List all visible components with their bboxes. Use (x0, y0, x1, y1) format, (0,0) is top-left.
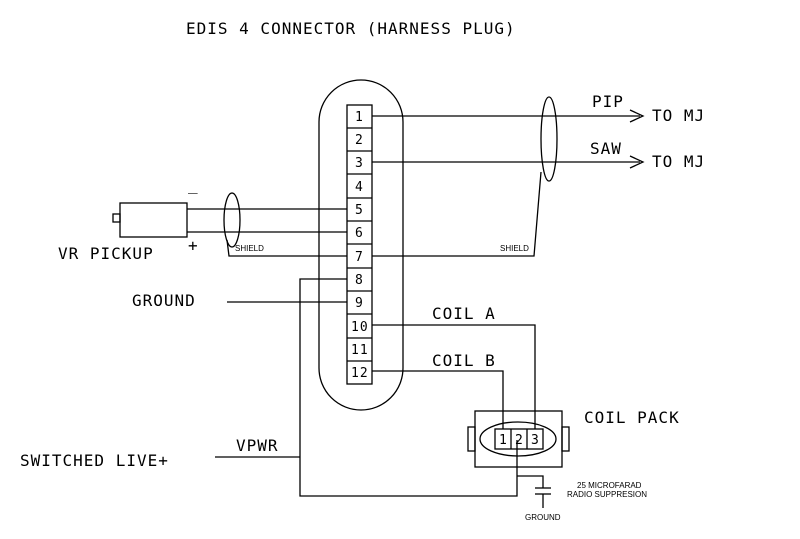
pip-label: PIP (592, 92, 624, 111)
connector-body (318, 79, 404, 411)
pip-arrow (629, 109, 645, 123)
pin-9-label: 9 (355, 296, 364, 311)
pin-3-label: 3 (355, 156, 364, 171)
pin-5-label: 5 (355, 203, 364, 218)
bottom-ground-label: GROUND (525, 513, 561, 522)
diagram-title: EDIS 4 CONNECTOR (HARNESS PLUG) (186, 19, 516, 38)
vr-minus-label: _ (188, 175, 199, 194)
vpwr-label: VPWR (236, 436, 279, 455)
saw-label: SAW (590, 139, 622, 158)
coil-pack-socket (479, 421, 557, 457)
capacitor-lead-top (517, 475, 544, 488)
pin-column (346, 104, 373, 385)
switched-live-label: SWITCHED LIVE+ (20, 451, 169, 470)
coil-pin-1-label: 1 (499, 433, 508, 448)
coil-pack-tab-right (561, 426, 570, 452)
pin-12-label: 12 (351, 366, 369, 381)
capacitor-label-line1: 25 MICROFARAD (577, 481, 642, 490)
vpwr-loop-wire (299, 278, 518, 497)
vr-pickup-body (119, 202, 188, 238)
coil-pin-3-label: 3 (531, 433, 540, 448)
pin-8-label: 8 (355, 273, 364, 288)
coil-b-label: COIL B (432, 351, 496, 370)
coil-a-wire (372, 324, 536, 429)
to-mj-label-2: TO MJ (652, 152, 705, 171)
coil-pack-label: COIL PACK (584, 408, 680, 427)
pin-2-label: 2 (355, 133, 364, 148)
right-shield-drain-wire (372, 171, 542, 257)
left-shield-drain-wire (226, 239, 347, 257)
vr-pickup-tip (112, 213, 121, 223)
capacitor-label-line2: RADIO SUPPRESION (567, 490, 647, 499)
pin-7-label: 7 (355, 250, 364, 265)
right-shield-ellipse (540, 96, 558, 182)
pin-10-label: 10 (351, 320, 369, 335)
coil-b-wire (372, 370, 504, 429)
coil-pin-2-label: 2 (515, 433, 524, 448)
coil-pack-tab-left (467, 426, 476, 452)
left-shield-label: SHIELD (235, 244, 264, 253)
saw-arrow (629, 155, 645, 169)
coil-a-label: COIL A (432, 304, 496, 323)
vr-pickup-label: VR PICKUP (58, 244, 154, 263)
left-shield-ellipse (223, 192, 241, 248)
coil-pack-pin-box (494, 428, 544, 450)
right-shield-label: SHIELD (500, 244, 529, 253)
pin-4-label: 4 (355, 180, 364, 195)
ground-label: GROUND (132, 291, 196, 310)
pin-6-label: 6 (355, 226, 364, 241)
pin-1-label: 1 (355, 110, 364, 125)
vr-plus-label: + (188, 236, 199, 255)
pin-11-label: 11 (351, 343, 369, 358)
to-mj-label-1: TO MJ (652, 106, 705, 125)
